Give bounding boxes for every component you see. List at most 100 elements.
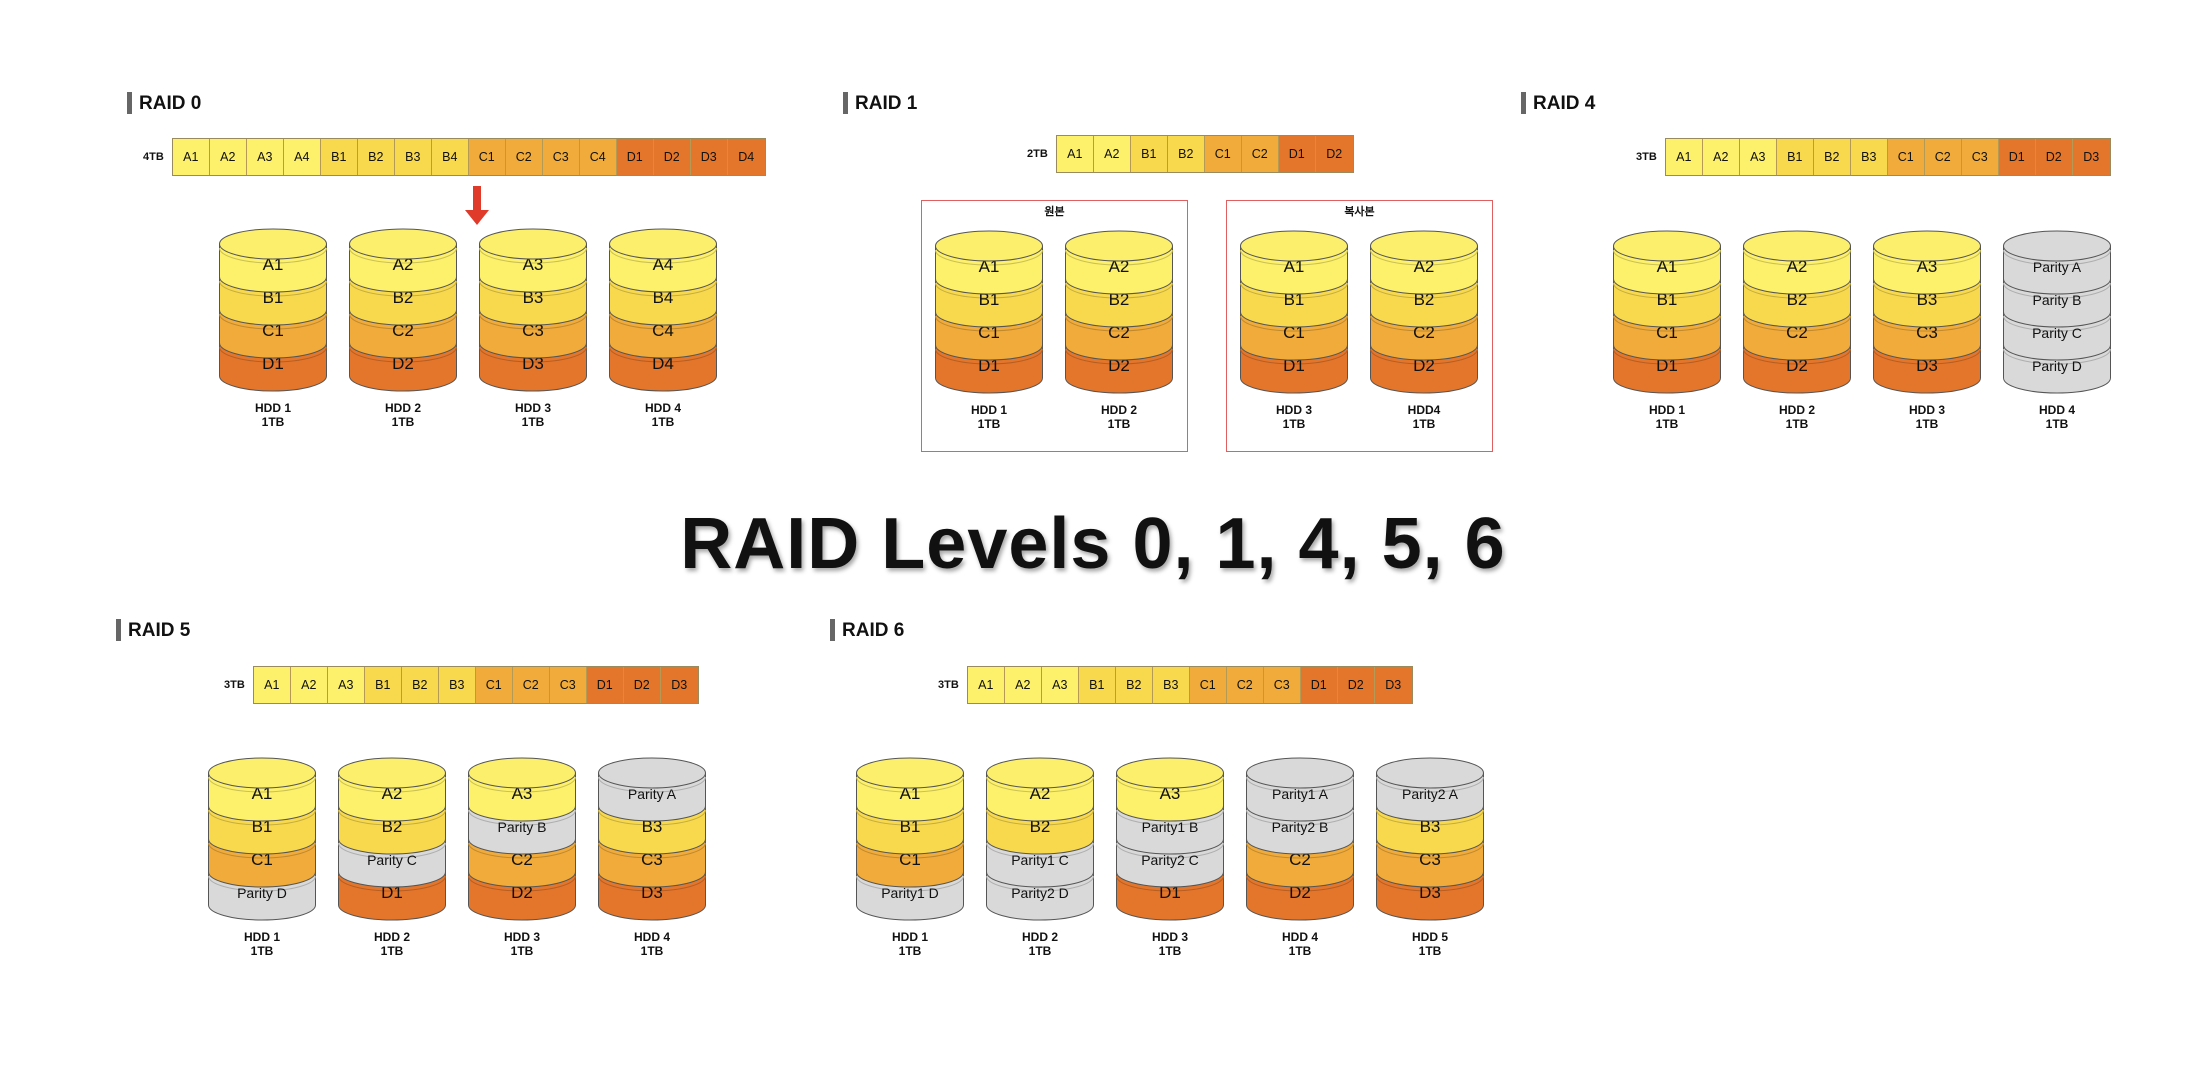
block-label: B1 — [252, 817, 273, 836]
disk-top — [468, 757, 576, 789]
strip-cell: D4 — [727, 139, 765, 175]
block-label: B3 — [1420, 817, 1441, 836]
disk-top — [2003, 230, 2111, 262]
hdd-name: HDD 3 — [514, 401, 551, 415]
hdd-size: 1TB — [1158, 944, 1182, 958]
strip-cell: B2 — [1115, 667, 1153, 703]
hdd-size: 1TB — [521, 415, 545, 429]
block-label: C2 — [511, 850, 533, 869]
block-label: Parity1 B — [1142, 819, 1199, 835]
disk-top — [1873, 230, 1981, 262]
strip-cell: A2 — [1702, 139, 1740, 175]
section-title: RAID 5 — [116, 619, 190, 642]
block-label: D3 — [1916, 356, 1938, 375]
block-label: A2 — [382, 784, 403, 803]
block-label: B1 — [900, 817, 921, 836]
block-label: B4 — [653, 288, 674, 307]
hdd-name: HDD 2 — [384, 401, 421, 415]
block-label: B1 — [263, 288, 284, 307]
block-label: D1 — [262, 354, 284, 373]
block-label: A2 — [1414, 257, 1435, 276]
block-label: D1 — [1159, 883, 1181, 902]
block-label: Parity B — [497, 819, 546, 835]
disk-top — [1376, 757, 1484, 789]
block-label: B2 — [1109, 290, 1130, 309]
hdd-size: 1TB — [380, 944, 404, 958]
block-label: Parity2 B — [1272, 819, 1329, 835]
hdd-size: 1TB — [391, 415, 415, 429]
disk-top — [856, 757, 964, 789]
block-label: B3 — [523, 288, 544, 307]
block-label: A2 — [393, 255, 414, 274]
strip-cell: D3 — [2072, 139, 2110, 175]
section-title: RAID 4 — [1521, 92, 1595, 115]
block-label: Parity D — [2032, 358, 2082, 374]
strip-cell: A3 — [1041, 667, 1079, 703]
strip-cell: C3 — [549, 667, 587, 703]
hdd-size: 1TB — [640, 944, 664, 958]
strip-cell: A2 — [1093, 136, 1131, 172]
strip-cell: D2 — [623, 667, 661, 703]
original-group-box: 원본 — [921, 200, 1188, 452]
block-label: C3 — [641, 850, 663, 869]
strip-cell: D3 — [1374, 667, 1412, 703]
block-label: A2 — [1030, 784, 1051, 803]
hdd-name: HDD 4 — [633, 930, 670, 944]
strip-cell: D1 — [616, 139, 654, 175]
block-label: Parity1 D — [881, 885, 939, 901]
strip-cell: C1 — [468, 139, 506, 175]
arrow-down-icon — [464, 186, 490, 231]
block-label: Parity2 D — [1011, 885, 1069, 901]
hdd-name: HDD 1 — [1648, 403, 1685, 417]
block-label: D1 — [1283, 356, 1305, 375]
disk-top — [1743, 230, 1851, 262]
block-label: A1 — [979, 257, 1000, 276]
block-label: C1 — [1283, 323, 1305, 342]
disk-top — [1065, 230, 1173, 262]
strip-cell: C2 — [512, 667, 550, 703]
block-label: B1 — [1284, 290, 1305, 309]
block-label: D2 — [511, 883, 533, 902]
strip-cell: A2 — [1004, 667, 1042, 703]
block-label: A1 — [1284, 257, 1305, 276]
strip-cell: C1 — [1189, 667, 1227, 703]
strip-cell: B3 — [1850, 139, 1888, 175]
strip-cell: A2 — [209, 139, 247, 175]
strip-cell: A3 — [327, 667, 365, 703]
hdd-name: HDD 4 — [644, 401, 681, 415]
strip-cell: A3 — [1739, 139, 1777, 175]
strip-cell: C3 — [542, 139, 580, 175]
strip-cell: B1 — [364, 667, 402, 703]
block-label: A3 — [1917, 257, 1938, 276]
disk-top — [349, 228, 457, 260]
capacity-label: 4TB — [143, 151, 164, 163]
strip-cell: B2 — [1813, 139, 1851, 175]
block-label: Parity1 A — [1272, 786, 1329, 802]
block-label: D1 — [1656, 356, 1678, 375]
